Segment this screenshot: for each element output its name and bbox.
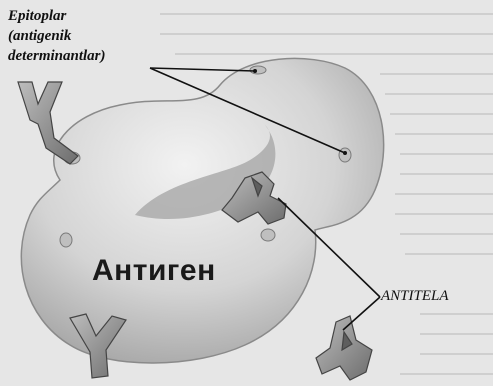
antibodies-label: ANTITELA bbox=[381, 288, 449, 305]
antibody-bottom-right bbox=[316, 316, 372, 380]
epitope-label: Epitoplar (antigenik determinantlar) bbox=[8, 6, 106, 66]
antibody-top-left bbox=[18, 82, 78, 164]
epitope-label-line2: (antigenik bbox=[8, 26, 106, 46]
antigen-label: Антиген bbox=[92, 254, 216, 288]
epitope-label-line3: determinantlar) bbox=[8, 46, 106, 66]
epitope-label-line1: Epitoplar bbox=[8, 6, 106, 26]
